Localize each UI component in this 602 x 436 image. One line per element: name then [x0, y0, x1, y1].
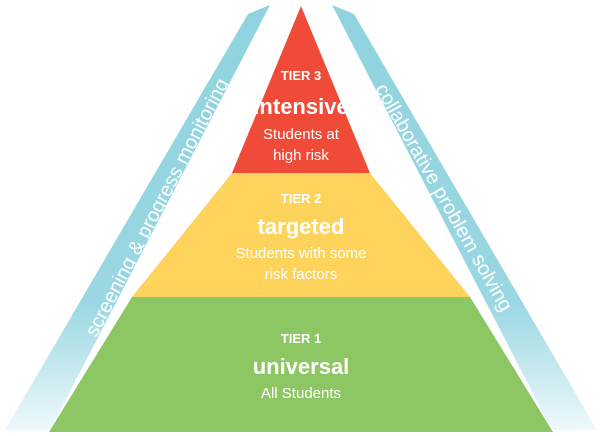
tier2-tag: TIER 2 [281, 191, 321, 206]
tier3-tag: TIER 3 [281, 68, 321, 83]
tier1-name: universal [253, 354, 350, 379]
tier1-tag: TIER 1 [281, 331, 321, 346]
tier3-name: intensive [253, 94, 348, 119]
tier1-section [49, 297, 553, 432]
right-band [332, 5, 597, 430]
tier2-section [132, 173, 470, 297]
tier2-desc-line2: risk factors [265, 266, 338, 283]
left-band [5, 5, 270, 430]
tier2-name: targeted [258, 214, 345, 239]
tier1-desc-line1: All Students [261, 385, 341, 402]
tier2-desc-line1: Students with some [236, 245, 367, 262]
tier3-section [232, 6, 370, 173]
tier3-desc-line2: high risk [273, 147, 329, 164]
tier3-desc-line1: Students at [263, 126, 340, 143]
